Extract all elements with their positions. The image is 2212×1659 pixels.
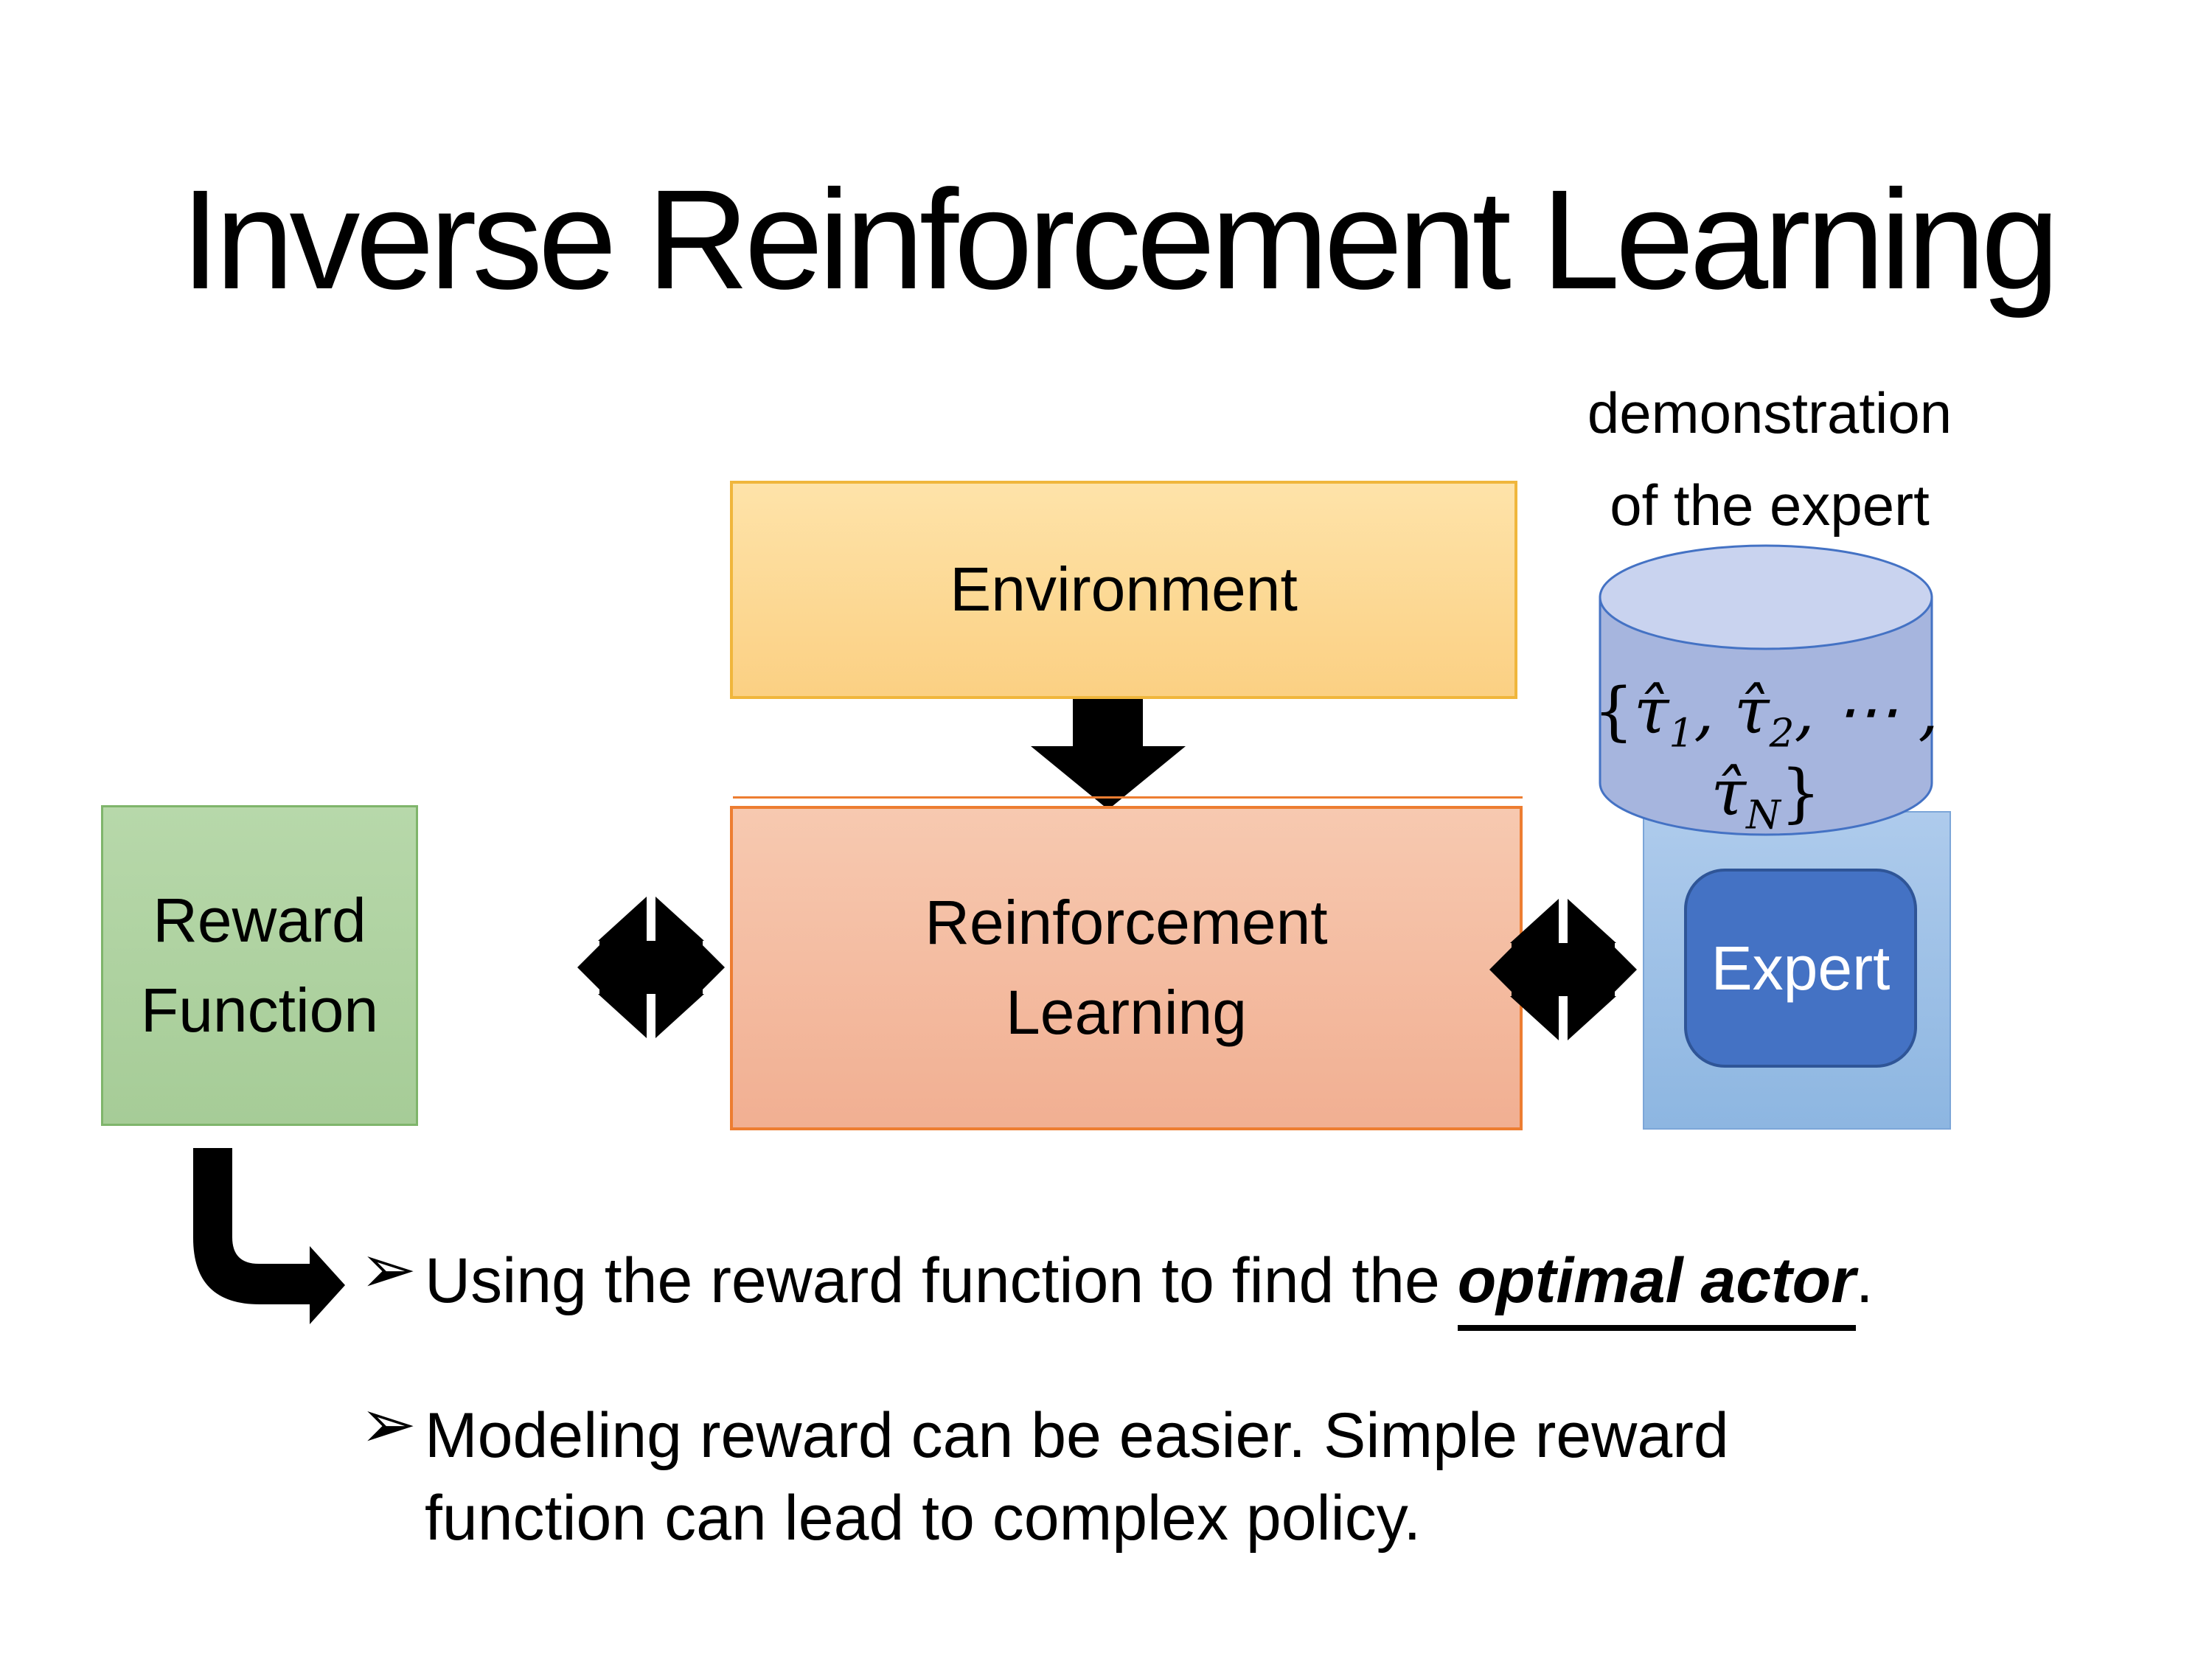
formula-open-brace: { [1593,675,1634,748]
double-arrow-right-icon [1489,899,1637,1040]
down-arrow-icon [1031,699,1186,810]
bullet-list: ➢ Using the reward function to find the … [360,1236,2144,1632]
reward-function-box: Reward Function [101,805,418,1126]
annotation-demonstration: demonstration of the expert [1534,367,2006,552]
list-item: ➢ Modeling reward can be easier. Simple … [360,1390,2144,1560]
database-cylinder [1599,544,1933,836]
bullet-1-suffix: . [1855,1245,1874,1316]
environment-box: Environment [730,481,1517,699]
environment-label: Environment [950,554,1298,625]
reward-function-label: Reward Function [141,876,378,1056]
formula-tau2: τ̂ [1734,675,1770,748]
formula-comma1: , [1694,675,1735,748]
rl-box-outline-sliver [733,796,1523,799]
formula-tau3: τ̂ [1711,756,1747,830]
formula-sub1: 1 [1669,710,1694,757]
rl-label-line1: Reinforcement [925,888,1328,958]
formula-subN: N [1746,792,1781,838]
bullet-2-text: Modeling reward can be easier. Simple re… [425,1399,1729,1554]
reward-function-label-line2: Function [140,975,379,1045]
bent-arrow-icon [193,1148,345,1324]
double-arrow-left-icon [577,897,725,1038]
rl-label-line2: Learning [1006,978,1247,1047]
expert-label: Expert [1711,933,1891,1003]
formula-sub2: 2 [1769,710,1795,757]
expert-badge: Expert [1684,869,1917,1068]
bullet-1-emphasis: optimal actor [1457,1245,1856,1331]
reward-function-label-line1: Reward [153,885,366,955]
arrow-bullet-icon: ➢ [360,1230,417,1309]
trajectory-formula: {τ̂1, τ̂2, ⋯ , τ̂N} [1593,675,1939,838]
annotation-line-2: of the expert [1610,472,1930,538]
arrow-bullet-icon: ➢ [360,1384,417,1464]
bullet-1-text: Using the reward function to find the op… [425,1245,1874,1331]
reinforcement-learning-label: Reinforcement Learning [925,878,1327,1058]
bullet-1-prefix: Using the reward function to find the [425,1245,1458,1316]
formula-dots: , ⋯ , [1794,675,1938,748]
reinforcement-learning-box: Reinforcement Learning [730,806,1523,1130]
formula-close-brace: } [1780,756,1821,830]
annotation-line-1: demonstration [1587,380,1952,445]
page-title: Inverse Reinforcement Learning [181,160,2059,319]
formula-tau1: τ̂ [1633,675,1669,748]
list-item: ➢ Using the reward function to find the … [360,1236,2144,1331]
